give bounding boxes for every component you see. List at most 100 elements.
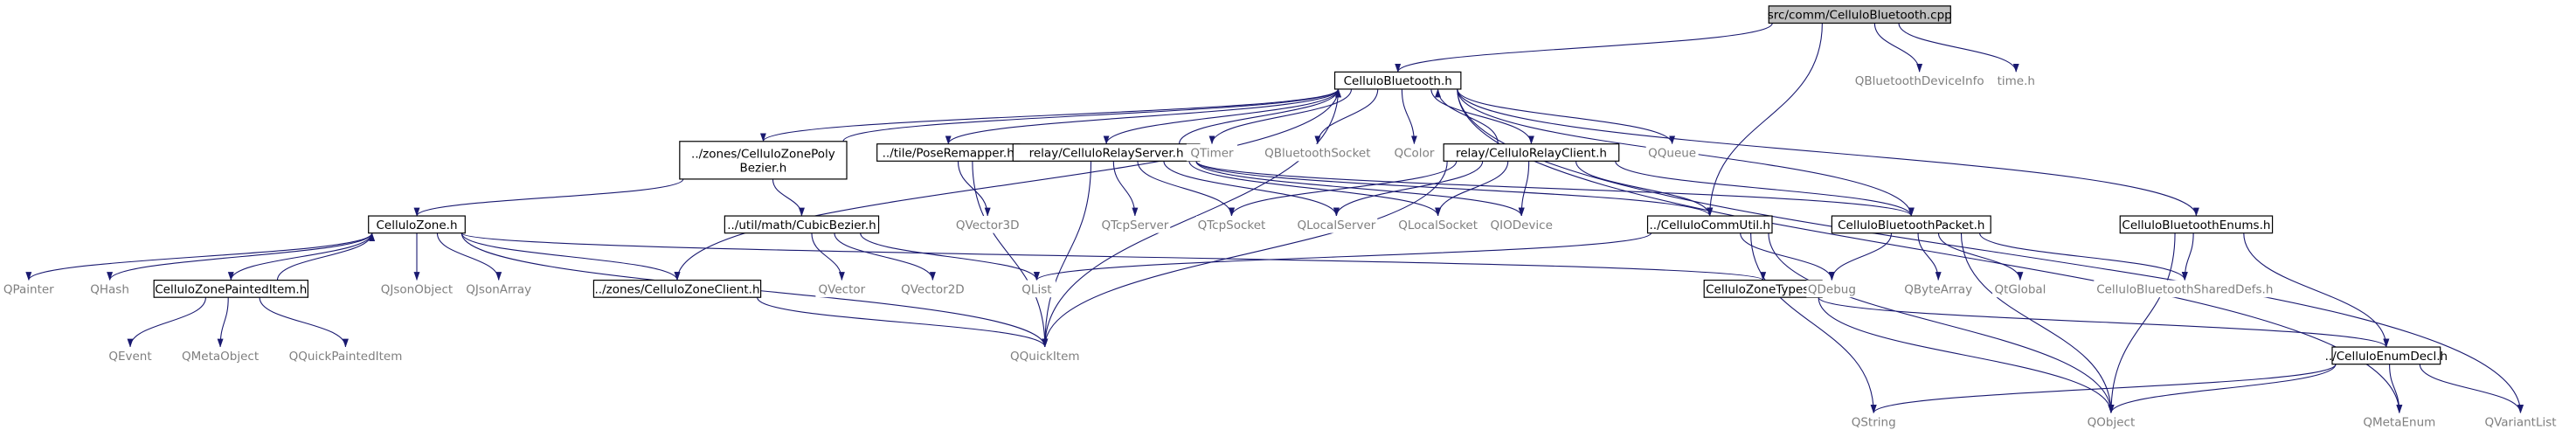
edge-rc-to-ccu [1575,161,1714,217]
node-box [1017,280,1056,298]
edge-cz-to-qhash [107,232,373,281]
edge-ccu-to-qobject [1768,232,2115,414]
node-box [0,280,57,298]
edge-cbp-to-qtglobal [1937,232,2024,281]
node-label: QtGlobal [1994,282,2046,296]
node-label: ../tile/PoseRemapper.h [883,147,1014,161]
node-label: QObject [2088,415,2136,429]
node-box [2082,413,2140,431]
edge-rc-to-qiod [1518,161,1530,217]
graph-node-qevent: QEvent [105,347,156,364]
node-box [1768,5,1951,24]
edge-czt-to-qobject [1818,297,2115,414]
node-box [1855,72,1984,89]
graph-node-qbytearray: QByteArray [1902,280,1974,298]
node-box [1806,280,1858,298]
edge-rs-to-ccu [1195,161,1714,217]
node-label: QJsonArray [466,282,531,296]
node-label: QHash [90,282,129,296]
graph-node-relay-cellulorelayclient-h[interactable]: relay/CelluloRelayClient.h [1443,143,1620,162]
edge-rs-to-cbp [1195,160,1915,217]
node-label: QTcpSocket [1198,218,1266,232]
node-label: QTcpServer [1101,218,1168,232]
edge-cubic-to-qvector [811,232,845,281]
graph-node-qjsonarray: QJsonArray [464,280,534,298]
edge-czt-to-ced [1818,296,2390,348]
graph-node-qtcpsocket: QTcpSocket [1196,216,1267,233]
node-label: QLocalSocket [1398,218,1478,232]
graph-node-qobject: QObject [2082,413,2140,431]
edge-pr-to-qqi [972,161,1049,348]
nodes-layer: src/comm/CelluloBluetooth.cppCelluloBlue… [0,5,2559,431]
edge-cbe-to-qobject [2108,232,2176,414]
node-box [153,279,308,298]
node-box [379,280,454,298]
node-label: Bezier.h [739,161,786,175]
node-label: relay/CelluloRelayClient.h [1456,147,1607,161]
graph-node-qquickitem: QQuickItem [1005,347,1084,364]
graph-node-cellulozonepainteditem-h[interactable]: CelluloZonePaintedItem.h [153,279,308,298]
edge-rc-to-qtcpsock [1229,161,1458,217]
node-box [679,141,848,180]
node-label: QDebug [1808,282,1856,296]
node-box [724,215,880,234]
node-label: QVector3D [956,218,1020,232]
edge-ced-to-qobject [2108,364,2337,414]
node-label: CelluloBluetoothSharedDefs.h [2096,282,2273,296]
edge-czpi-to-cz [276,232,376,281]
node-box [105,347,156,364]
edge-root-to-qbtdi [1873,23,1923,73]
edge-cbp-to-qbytearray [1917,232,1942,281]
graph-node-celluloenumdecl-h[interactable]: ../CelluloEnumDecl.h [2325,346,2448,365]
graph-node-qpainter: QPainter [0,280,57,298]
node-label: src/comm/CelluloBluetooth.cpp [1768,9,1952,23]
node-box [1388,143,1440,162]
graph-node-qlocalserver: QLocalServer [1295,216,1378,233]
graph-node-cellulocommutil-h[interactable]: ../CelluloCommUtil.h [1646,215,1773,234]
edge-rc-to-cbp [1615,161,1915,217]
node-box [1186,143,1238,162]
edge-cz-to-czt [460,232,1766,281]
node-label: QQuickItem [1010,350,1080,364]
node-box [953,216,1021,233]
edge-rc-to-cb [1435,88,1499,144]
node-box [464,280,534,298]
edge-cb-to-pr [945,88,1340,145]
edge-zpb-to-cb [842,88,1341,142]
graph-node-cellulobluetoothpacket-h[interactable]: CelluloBluetoothPacket.h [1831,215,1991,234]
edge-cbp-to-qdebug [1828,232,1893,281]
graph-node-tile-poseremapper-h[interactable]: ../tile/PoseRemapper.h [876,143,1021,162]
node-label: QVector [819,282,866,296]
graph-node-qvariantlist: QVariantList [2483,413,2559,431]
edge-cz-to-czpi [227,232,373,281]
edge-cbp-to-qobject [1960,232,2115,414]
node-box [1443,143,1620,162]
node-box [87,280,132,298]
node-label: CelluloZonePaintedItem.h [155,282,307,296]
graph-node-cellulozonetypes-h[interactable]: CelluloZoneTypes.h [1703,279,1823,298]
node-box [592,279,762,298]
graph-node-zones-cellulozoneclient-h[interactable]: ../zones/CelluloZoneClient.h [592,279,762,298]
node-box [2331,346,2441,365]
graph-node-qtglobal: QtGlobal [1992,280,2048,298]
graph-node-relay-cellulorelayserver-h[interactable]: relay/CelluloRelayServer.h [1012,143,1201,162]
node-label: CelluloZone.h [376,218,457,232]
edge-cb-to-qtimer [1208,88,1353,145]
node-label: QQuickPaintedItem [289,350,403,364]
node-box [1099,216,1171,233]
node-box [1196,216,1267,233]
graph-node-cellulobluetooth-h[interactable]: CelluloBluetooth.h [1333,71,1462,90]
node-label: QTimer [1190,147,1234,161]
graph-node-src-comm-cellulobluetooth-cpp[interactable]: src/comm/CelluloBluetooth.cpp [1768,5,1952,24]
edge-ced-to-qstring [1870,364,2337,414]
graph-node-cellulozone-h[interactable]: CelluloZone.h [368,215,466,234]
edge-czpi-to-qqpi [259,297,349,348]
graph-node-cellulobluetoothenums-h[interactable]: CelluloBluetoothEnums.h [2119,215,2274,234]
node-box [1646,215,1773,234]
node-label: QLocalServer [1297,218,1375,232]
edge-cb-to-zpb [760,88,1340,142]
node-box [1489,216,1554,233]
node-box [2483,413,2559,431]
graph-node-util-math-cubicbezier-h[interactable]: ../util/math/CubicBezier.h [724,215,880,234]
